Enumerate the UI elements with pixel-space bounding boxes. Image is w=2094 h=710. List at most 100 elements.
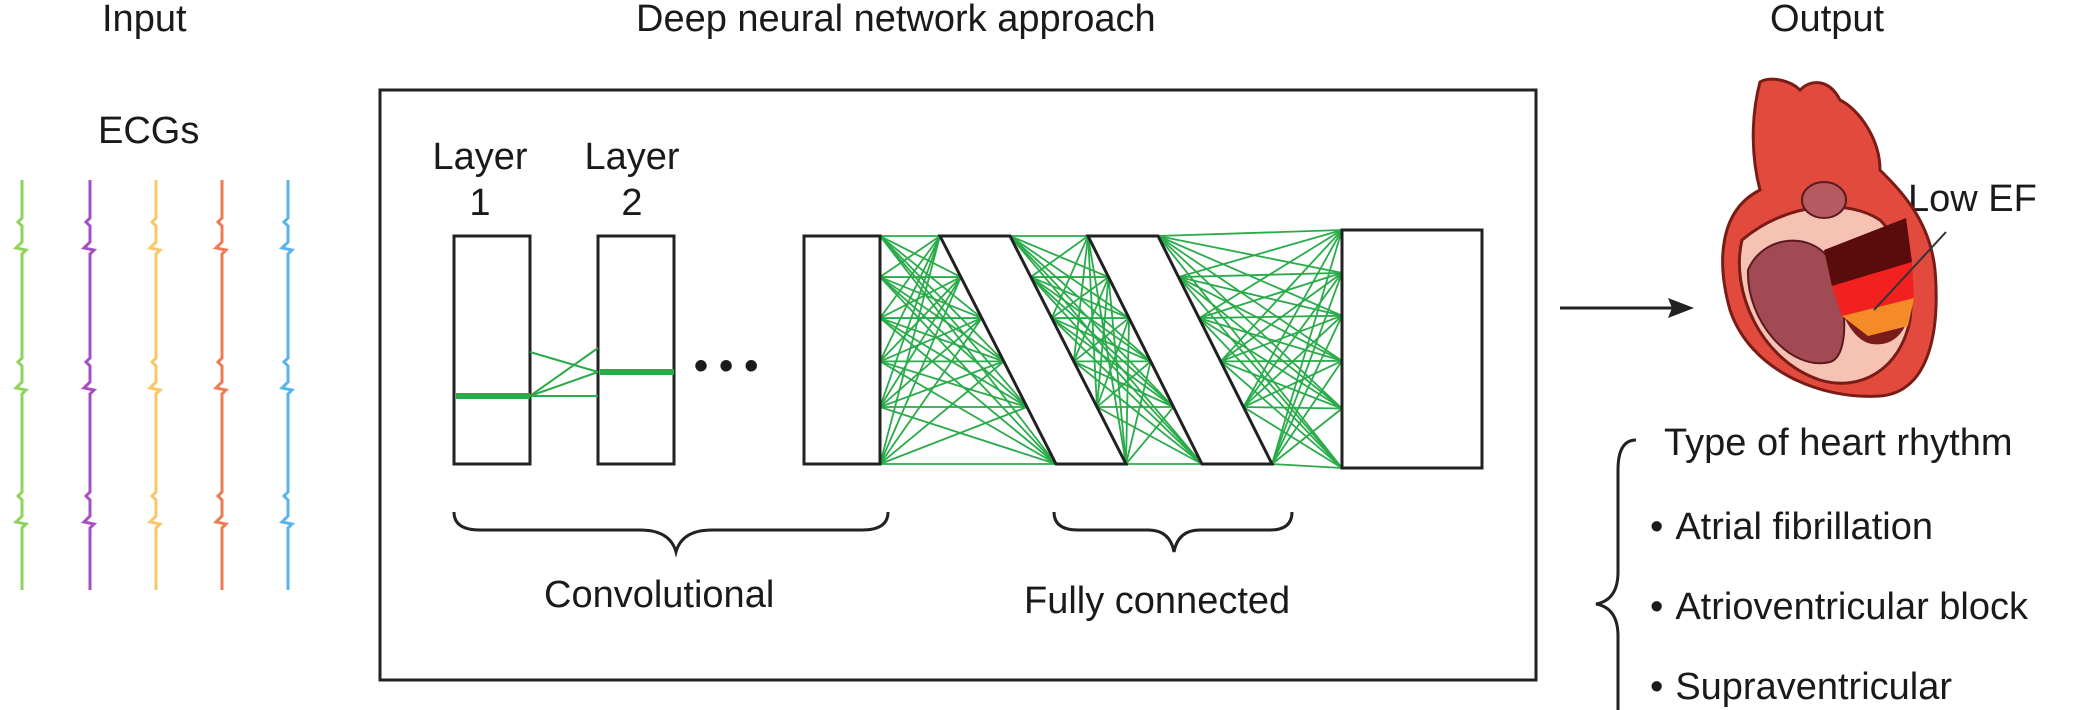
- layer-1-label: Layer 1: [430, 134, 530, 226]
- low-ef-pointer: [1873, 231, 1947, 311]
- layer-2-box: [596, 234, 676, 466]
- low-ef-label: Low EF: [1908, 178, 2037, 220]
- rhythm-brace: [1595, 438, 1637, 710]
- fc-edge: [879, 317, 983, 465]
- fc-edge: [1220, 272, 1343, 363]
- rhythm-title: Type of heart rhythm: [1664, 422, 2013, 464]
- fc-edge: [1198, 271, 1343, 319]
- fc-edge: [1096, 317, 1130, 408]
- fc-edge: [1243, 360, 1343, 408]
- fc-edge: [1271, 360, 1343, 465]
- fc-edge: [879, 276, 962, 319]
- fc-edge: [879, 406, 1028, 465]
- fc-edge: [1073, 317, 1130, 363]
- rhythm-item-supraventricular: Supraventricular: [1650, 666, 1952, 709]
- output-layer-box: [1340, 228, 1484, 470]
- fc-edge: [879, 235, 941, 319]
- fc-edge: [1072, 276, 1110, 362]
- layer-1-number: 1: [469, 182, 491, 224]
- fc-edge: [879, 317, 1028, 408]
- fc-edge: [1050, 235, 1089, 319]
- fc-edge: [1125, 318, 1130, 465]
- ecg-trace: [80, 180, 98, 590]
- fc-edge: [879, 317, 983, 408]
- fc-edge: [879, 276, 983, 319]
- fc-edge: [879, 235, 1005, 363]
- fc-edge: [1198, 229, 1343, 319]
- ef-segment-dark: [1824, 218, 1912, 286]
- ecg-trace: [278, 180, 296, 590]
- network-frame: [378, 88, 1538, 682]
- fc-edge: [879, 235, 941, 408]
- layer-2-label: Layer 2: [582, 134, 682, 226]
- output-arrow-head: [1668, 298, 1694, 318]
- fc-edge: [1030, 235, 1089, 278]
- fully-connected-brace: [1052, 511, 1294, 553]
- right-ventricle: [1746, 239, 1846, 365]
- layer-2-word: Layer: [584, 136, 680, 178]
- ef-segment-red: [1832, 262, 1914, 316]
- fc-edge: [1096, 276, 1110, 408]
- fc-edge: [1177, 276, 1343, 410]
- fc-edge: [1271, 315, 1343, 465]
- conv-edge: [529, 347, 599, 397]
- conv-connections: [456, 347, 674, 399]
- fc-edge: [1271, 407, 1343, 465]
- fc-edge: [879, 276, 962, 465]
- fc-edge: [1157, 229, 1343, 237]
- rhythm-item-atrial-fibrillation: Atrial fibrillation: [1650, 506, 1933, 549]
- fc-edge: [879, 276, 962, 363]
- fc-edge: [1220, 360, 1343, 410]
- fc-edge: [1178, 271, 1343, 278]
- fc-edge: [1198, 317, 1343, 362]
- ef-segment-orange: [1842, 298, 1914, 336]
- fc-edge: [1157, 235, 1343, 362]
- fc-edge: [1125, 361, 1152, 465]
- ecgs-label: ECGs: [98, 110, 200, 152]
- fc-edge: [1242, 272, 1343, 408]
- heart-illustration: [1721, 77, 1947, 398]
- ellipsis: • • •: [694, 344, 759, 388]
- fc-edge: [1271, 272, 1343, 465]
- fc-edge: [1072, 235, 1089, 362]
- last-conv-box: [802, 234, 882, 466]
- fc-layer-1: [937, 234, 1129, 466]
- fc-edge: [1178, 229, 1343, 278]
- fc-edge: [879, 276, 962, 408]
- fc-edge: [879, 360, 1057, 465]
- fc-edge: [1198, 317, 1343, 469]
- fc-edge: [1087, 235, 1127, 465]
- fc-edge: [1242, 315, 1343, 408]
- fc-edge: [1198, 317, 1343, 410]
- layer-1-word: Layer: [432, 136, 528, 178]
- layer-2-number: 2: [621, 182, 643, 224]
- layer-1-box: [452, 234, 532, 466]
- fc-edge: [879, 235, 941, 465]
- approach-header: Deep neural network approach: [636, 0, 1156, 40]
- ecg-trace: [12, 180, 30, 590]
- fc-edge: [1177, 276, 1343, 469]
- fc-edge: [879, 360, 1005, 465]
- fc-edge: [879, 406, 1057, 465]
- conv-edge: [529, 351, 599, 373]
- fc-edge: [879, 317, 1005, 363]
- fc-edge: [1199, 314, 1343, 319]
- ecg-trace: [146, 180, 164, 590]
- fc-edge: [1220, 360, 1343, 363]
- atrium: [1801, 181, 1847, 219]
- convolutional-brace: [452, 511, 890, 558]
- fc-edge: [879, 235, 941, 278]
- fc-edge: [1242, 229, 1343, 408]
- conv-edge: [529, 371, 599, 397]
- fc-edge: [1220, 229, 1343, 363]
- ecg-traces: [12, 180, 296, 590]
- fc-edge: [1157, 235, 1343, 274]
- fc-edge: [1220, 360, 1343, 469]
- fc-edge: [879, 235, 1028, 408]
- fc-edge: [879, 235, 962, 278]
- fc-edge: [879, 317, 983, 363]
- output-header: Output: [1770, 0, 1885, 40]
- fc-layer-2: [1085, 234, 1275, 466]
- fc-edge: [1243, 406, 1343, 469]
